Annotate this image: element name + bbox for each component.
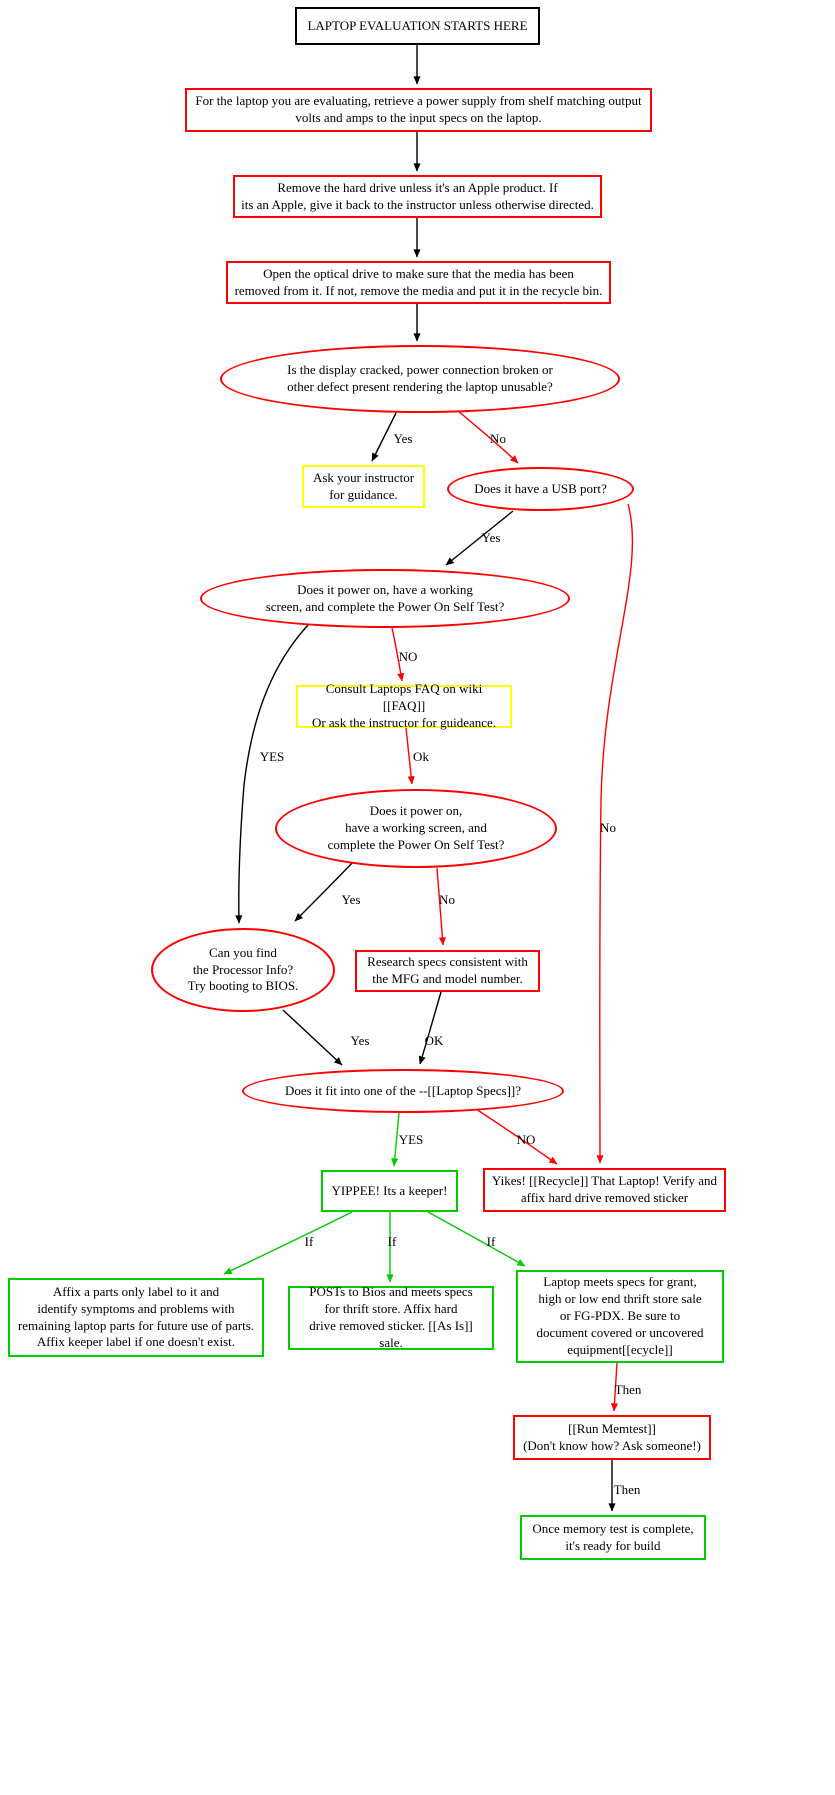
edge-label-faq-ok: Ok — [413, 749, 429, 764]
edge-yippee-if-to-parts-only — [223, 1211, 353, 1275]
edge-label-fit-no: NO — [516, 1132, 536, 1147]
edge-research-ok-to-fit — [418, 991, 442, 1065]
node-power-supply: For the laptop you are evaluating, retri… — [185, 88, 652, 132]
edge-label-research-ok: OK — [424, 1033, 444, 1048]
edge-processor-yes-to-fit — [282, 1009, 343, 1066]
edge-label-if-grant: If — [486, 1234, 496, 1249]
edge-label-post2-yes: Yes — [341, 892, 361, 907]
edge-display-no-to-usb — [456, 409, 519, 464]
edge-meets-specs-then-to-memtest — [610, 1362, 619, 1412]
node-research-specs: Research specs consistent with the MFG a… — [355, 950, 540, 992]
node-usb-port: Does it have a USB port? — [447, 467, 634, 511]
node-ready-build: Once memory test is complete, it's ready… — [520, 1515, 706, 1560]
edge-usb-no-to-yikes — [596, 503, 634, 1164]
edge-label-then-memtest: Then — [614, 1382, 642, 1397]
edge-fit-no-to-yikes — [472, 1106, 558, 1165]
edge-label-bios-yes: Yes — [350, 1033, 370, 1048]
edge-power-on-2-no-to-research — [436, 867, 447, 946]
edge-label-if-thrift: If — [387, 1234, 397, 1249]
edge-label-if-parts: If — [304, 1234, 314, 1249]
node-posts-bios: POSTs to Bios and meets specs for thrift… — [288, 1284, 494, 1350]
edge-label-usb-yes: Yes — [481, 530, 501, 545]
node-power-on-2: Does it power on, have a working screen,… — [275, 789, 557, 868]
node-display-cracked: Is the display cracked, power connection… — [220, 345, 620, 413]
edge-power-on-1-yes-to-processor — [235, 623, 310, 924]
node-parts-only: Affix a parts only label to it and ident… — [8, 1278, 264, 1357]
node-run-memtest: [[Run Memtest]] (Don't know how? Ask som… — [513, 1415, 711, 1460]
node-optical-drive: Open the optical drive to make sure that… — [226, 261, 611, 304]
node-yippee: YIPPEE! Its a keeper! — [321, 1170, 458, 1212]
edge-faq-ok-to-power-on-2 — [405, 727, 415, 785]
edge-label-post2-no: No — [439, 892, 455, 907]
edge-label-post1-yes: YES — [259, 749, 285, 764]
edge-usb-yes-to-power-on-1 — [445, 510, 514, 566]
edge-label-display-no: No — [490, 431, 506, 446]
edge-power-on-2-yes-to-processor — [294, 860, 355, 922]
edge-label-usb-no: No — [600, 820, 616, 835]
edge-display-yes-to-ask-instructor — [371, 412, 397, 462]
edge-power-on-1-no-to-faq — [391, 627, 405, 682]
edge-fit-yes-to-yippee — [391, 1112, 400, 1167]
node-meets-specs: Laptop meets specs for grant, high or lo… — [516, 1270, 724, 1363]
node-yikes-recycle: Yikes! [[Recycle]] That Laptop! Verify a… — [483, 1168, 726, 1212]
edge-label-fit-yes: YES — [398, 1132, 424, 1147]
node-fit-specs: Does it fit into one of the --[[Laptop S… — [242, 1069, 564, 1113]
edge-yippee-if-to-meets-specs — [427, 1211, 526, 1267]
node-ask-instructor: Ask your instructor for guidance. — [302, 465, 425, 508]
edge-label-display-yes: Yes — [393, 431, 413, 446]
node-start: LAPTOP EVALUATION STARTS HERE — [295, 7, 540, 45]
node-remove-hdd: Remove the hard drive unless it's an App… — [233, 175, 602, 218]
node-processor-info: Can you find the Processor Info? Try boo… — [151, 928, 335, 1012]
node-consult-faq: Consult Laptops FAQ on wiki [[FAQ]] Or a… — [296, 681, 512, 730]
edge-label-post1-no: NO — [398, 649, 418, 664]
node-power-on-1: Does it power on, have a working screen,… — [200, 569, 570, 628]
edge-label-then-build: Then — [613, 1482, 641, 1497]
